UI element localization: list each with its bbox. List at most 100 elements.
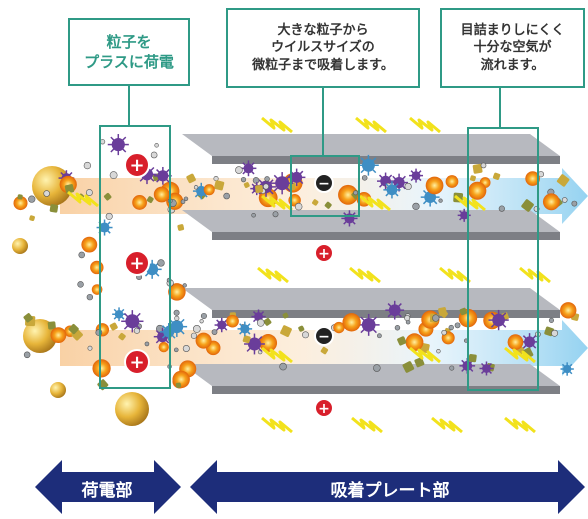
fine-particle bbox=[361, 175, 368, 181]
lightning-icon bbox=[261, 346, 293, 364]
fine-particle bbox=[180, 199, 186, 205]
dust-particle bbox=[17, 194, 23, 200]
plus-charge-icon: + bbox=[314, 398, 334, 418]
virus-icon bbox=[409, 168, 424, 183]
fine-particle bbox=[256, 318, 265, 327]
callout-particle-line: 微粒子まで吸着します。 bbox=[252, 57, 394, 73]
fine-particle bbox=[182, 345, 190, 352]
charged-particle bbox=[560, 302, 577, 319]
virus-icon bbox=[153, 166, 172, 185]
lightning-icon bbox=[67, 190, 99, 208]
charged-particle bbox=[168, 283, 186, 301]
fine-particle bbox=[77, 281, 84, 288]
fine-particle bbox=[240, 177, 247, 183]
plus-charge-icon: + bbox=[124, 250, 150, 276]
dust-particle bbox=[177, 224, 185, 231]
lightning-icon bbox=[409, 116, 441, 134]
fine-particle bbox=[192, 325, 201, 333]
virus-icon bbox=[237, 321, 253, 337]
virus-icon bbox=[358, 154, 379, 176]
virus-icon bbox=[271, 172, 294, 195]
fine-particle bbox=[23, 351, 31, 359]
svg-text:+: + bbox=[129, 253, 144, 274]
fine-particle bbox=[436, 349, 441, 354]
dust-particle bbox=[468, 353, 477, 363]
virus-icon bbox=[96, 219, 113, 236]
fine-particle bbox=[87, 345, 93, 351]
charging-zone-frame bbox=[99, 125, 171, 389]
charged-particle bbox=[172, 370, 190, 389]
dust-particle bbox=[469, 175, 476, 182]
dust-particle bbox=[47, 321, 56, 330]
fine-particle bbox=[199, 319, 204, 324]
lightning-icon bbox=[454, 194, 486, 212]
minus-charge-icon: − bbox=[314, 173, 334, 193]
fine-particle bbox=[83, 161, 92, 170]
fine-particle bbox=[213, 176, 219, 182]
lightning-icon bbox=[504, 416, 536, 434]
svg-text:+: + bbox=[129, 155, 144, 176]
charged-particle bbox=[445, 175, 459, 188]
callout-airflow-line: 十分な空気が bbox=[473, 40, 552, 56]
dust-particle bbox=[282, 312, 289, 319]
dust-particle bbox=[109, 322, 118, 331]
dust-particle bbox=[214, 180, 225, 191]
dust-particle bbox=[186, 173, 196, 184]
charged-particle bbox=[50, 327, 67, 344]
fine-particle bbox=[28, 195, 36, 203]
fine-particle bbox=[548, 317, 555, 323]
virus-icon bbox=[479, 361, 494, 376]
fine-particle bbox=[173, 309, 180, 316]
fine-particle bbox=[109, 171, 118, 180]
dust-particle bbox=[472, 163, 483, 174]
fine-particle bbox=[302, 331, 309, 339]
fine-particle bbox=[43, 190, 50, 197]
plus-charge-icon: + bbox=[314, 243, 334, 263]
fine-particle bbox=[157, 259, 165, 267]
virus-icon bbox=[341, 210, 358, 227]
dust-particle bbox=[50, 382, 66, 398]
callout-charge-line: 粒子を bbox=[106, 32, 152, 51]
charged-particle bbox=[542, 193, 560, 211]
charged-particle bbox=[226, 314, 239, 328]
lightning-icon bbox=[349, 266, 381, 284]
svg-text:−: − bbox=[318, 176, 330, 192]
fine-particle bbox=[173, 347, 179, 353]
fine-particle bbox=[174, 315, 180, 321]
fine-particle bbox=[264, 176, 270, 182]
fine-particle bbox=[279, 362, 287, 371]
lightning-icon bbox=[439, 266, 471, 284]
callout-airflow-line: 目詰まりしにくく bbox=[460, 22, 565, 38]
dust-particle bbox=[23, 313, 33, 323]
dust-particle bbox=[320, 346, 329, 355]
section-label-charging: 荷電部 bbox=[81, 481, 133, 501]
virus-icon bbox=[240, 160, 257, 177]
svg-text:+: + bbox=[318, 401, 330, 417]
charged-particle bbox=[92, 359, 111, 378]
fine-particle bbox=[223, 192, 230, 200]
dust-particle bbox=[29, 215, 35, 222]
lightning-icon bbox=[261, 116, 293, 134]
dust-particle bbox=[12, 238, 28, 254]
dust-particle bbox=[255, 184, 264, 193]
virus-icon bbox=[112, 307, 126, 322]
charged-particle bbox=[259, 334, 278, 352]
fine-particle bbox=[272, 211, 279, 218]
charged-particle bbox=[525, 171, 540, 186]
fine-particle bbox=[183, 196, 189, 202]
virus-icon bbox=[560, 362, 574, 376]
fine-particle bbox=[373, 364, 381, 372]
dust-particle bbox=[324, 201, 332, 209]
lightning-icon bbox=[261, 416, 293, 434]
svg-text:+: + bbox=[129, 352, 144, 373]
callout-particle-size: 大きな粒子から ウイルスサイズの 微粒子まで吸着します。 bbox=[226, 8, 420, 88]
charged-particle bbox=[338, 184, 358, 205]
callout-airflow-line: 流れます。 bbox=[480, 57, 545, 73]
fine-particle bbox=[412, 202, 420, 211]
charged-particle bbox=[425, 176, 444, 195]
fine-particle bbox=[561, 197, 568, 203]
dust-particle bbox=[68, 323, 79, 335]
fine-particle bbox=[144, 341, 150, 347]
lightning-icon bbox=[257, 266, 289, 284]
